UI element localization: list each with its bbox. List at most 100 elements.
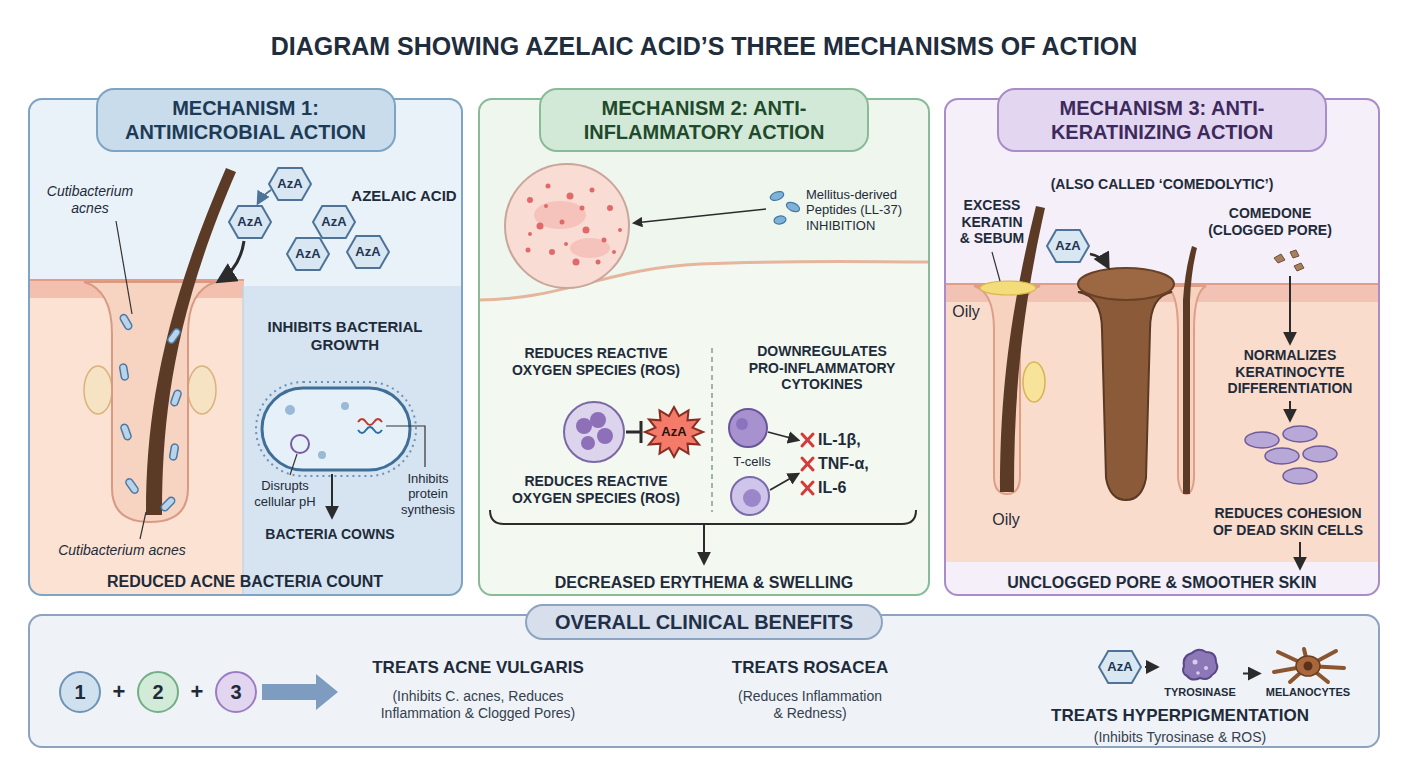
benefit-heading: TREATS ROSACEA — [700, 658, 920, 678]
magnified-skin — [580, 206, 585, 211]
comedone — [1078, 268, 1174, 300]
magnified-skin — [544, 204, 548, 208]
step-circle: 2 — [137, 671, 179, 713]
cytokine-label: TNF-α, — [818, 454, 898, 473]
keratinocyte-cell — [1245, 432, 1279, 448]
mechanism-panel: MECHANISM 1: ANTIMICROBIAL ACTIONAzAAzAA… — [28, 98, 463, 596]
molecule-hexagon: AzA — [268, 167, 312, 201]
t-cell — [768, 432, 798, 440]
combine-arrow — [262, 674, 338, 710]
magnified-skin — [527, 197, 533, 203]
peptide-blob — [769, 190, 801, 225]
skin-flake — [1274, 250, 1304, 271]
flow-arrow — [1243, 673, 1259, 675]
magnified-skin — [526, 184, 623, 266]
hair-follicle — [84, 168, 236, 522]
neutrophil-cell — [581, 436, 595, 450]
bacterium-rod — [119, 313, 182, 512]
annotation: REDUCES REACTIVE OXYGEN SPECIES (ROS) — [501, 473, 691, 507]
hexagon-outline — [229, 206, 271, 238]
bacterium-rod — [170, 389, 182, 406]
annotation: EXCESS KERATIN & SEBUM — [955, 197, 1029, 247]
comedone — [1090, 254, 1108, 267]
annotation: (ALSO CALLED ‘COMEDOLYTIC’) — [1012, 176, 1312, 193]
enzyme-icon — [1204, 666, 1208, 670]
magnified-skin — [634, 209, 766, 223]
melanocyte-icon — [1262, 648, 1354, 684]
annotation: Inhibits protein synthesis — [398, 471, 458, 518]
molecule-label: AzA — [312, 205, 356, 239]
magnified-skin — [549, 249, 555, 255]
action-arrow — [219, 190, 271, 281]
peptide-blob — [773, 215, 786, 225]
cytokine-label: IL-6 — [818, 478, 898, 497]
panel-heading: OVERALL CLINICAL BENEFITS — [525, 604, 883, 640]
species-name: Cutibacterium acnes — [42, 183, 138, 217]
diagram-title: DIAGRAM SHOWING AZELAIC ACID’S THREE MEC… — [0, 31, 1408, 61]
bacterium-rod — [125, 477, 140, 494]
molecule-label: AzA — [268, 167, 312, 201]
keratinocyte-cell — [1283, 426, 1317, 442]
hexagon-outline — [269, 168, 311, 200]
annotation: AZELAIC ACID — [344, 187, 464, 205]
neutrophil-cell — [576, 418, 592, 434]
benefit-heading: TREATS ACNE VULGARIS — [348, 658, 608, 678]
benefit-detail: (Reduces Inflammation & Redness) — [735, 688, 885, 722]
leader-line — [116, 221, 132, 314]
flow-arrow — [1145, 666, 1157, 668]
bracket — [703, 524, 705, 563]
magnified-skin — [528, 232, 532, 236]
annotation: DOWNREGULATES PRO-INFLAMMATORY CYTOKINES — [742, 343, 902, 393]
enzyme-icon — [1160, 648, 1240, 684]
annotation: Oily — [986, 510, 1026, 529]
molecule-label: AzA — [228, 205, 272, 239]
process-arrow — [1289, 401, 1291, 420]
panel-caption: DECREASED ERYTHEMA & SWELLING — [504, 573, 904, 592]
molecule-label: AzA — [1098, 650, 1142, 684]
annotation: REDUCES REACTIVE OXYGEN SPECIES (ROS) — [501, 345, 691, 379]
magnified-skin — [567, 193, 574, 200]
cytokine-label: IL-1β, — [818, 430, 898, 449]
t-cell — [770, 474, 798, 490]
molecule-hexagon: AzA — [312, 205, 356, 239]
bacterium-cell — [341, 402, 349, 410]
enzyme-icon — [1193, 660, 1198, 665]
divider — [712, 348, 713, 512]
annotation: Mellitus-derived Peptides (LL-37) INHIBI… — [806, 187, 924, 234]
magnified-skin — [602, 238, 607, 243]
panel-caption: UNCLOGGED PORE & SMOOTHER SKIN — [962, 573, 1362, 592]
magnified-skin — [560, 220, 565, 225]
peptide-blob — [785, 200, 801, 213]
bacterium-cell — [285, 405, 295, 415]
bacterium-cell — [358, 419, 382, 425]
hair-follicle — [980, 281, 1036, 295]
molecule-hexagon: AzA — [1046, 229, 1090, 263]
cross-mark — [802, 434, 813, 446]
cross-mark — [802, 482, 813, 494]
neutrophil-cell — [590, 412, 606, 428]
bacterium-cell — [318, 451, 326, 459]
magnified-skin — [537, 223, 544, 230]
neutrophil-cell — [564, 402, 641, 462]
bacterium-cell — [358, 427, 382, 433]
process-arrow — [1299, 542, 1301, 568]
t-cell — [729, 409, 767, 447]
hair-follicle — [146, 168, 236, 515]
magnified-skin — [526, 248, 531, 253]
enzyme-label: TYROSINASE — [1160, 686, 1240, 699]
molecule-hexagon: AzA — [346, 235, 390, 269]
cross-mark — [802, 482, 813, 494]
bracket — [490, 510, 916, 563]
panel-caption: REDUCED ACNE BACTERIA COUNT — [75, 572, 415, 591]
hexagon-outline — [347, 236, 389, 268]
bacterium-rod — [167, 327, 182, 344]
keratinocyte-cell — [1245, 426, 1337, 484]
panel-background — [28, 98, 1380, 748]
neutrophil-cell — [597, 428, 613, 444]
starburst-outline — [645, 407, 703, 457]
magnified-skin — [505, 164, 766, 288]
step-circle: 3 — [215, 671, 257, 713]
bacterium-cell — [331, 474, 333, 517]
magnified-skin — [573, 259, 580, 266]
